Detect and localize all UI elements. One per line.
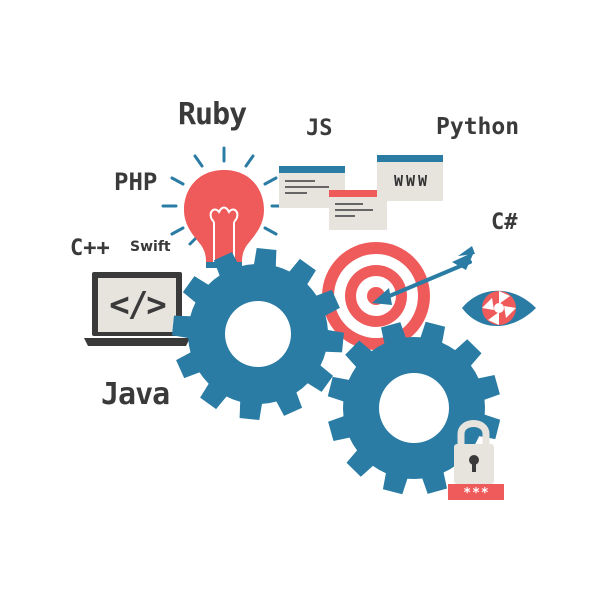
laptop-icon: [84, 272, 190, 346]
browser-window-icon: [377, 155, 443, 201]
label-java: Java: [101, 377, 170, 412]
padlock-icon: [448, 420, 504, 500]
gear-icon: [172, 248, 344, 420]
label-ruby: Ruby: [178, 97, 247, 132]
label-cpp: C++: [70, 236, 110, 261]
label-php: PHP: [114, 168, 158, 196]
browser-www-text: WWW: [393, 172, 431, 190]
target-icon: [322, 242, 430, 350]
password-stars: ***: [463, 486, 491, 501]
laptop-code-symbol: </>: [109, 285, 166, 325]
arrow-icon: [372, 246, 475, 305]
eye-icon: [462, 290, 536, 326]
label-js: JS: [306, 116, 333, 141]
light-bulb-icon: [184, 170, 264, 268]
label-swift: Swift: [130, 239, 171, 255]
label-csharp: C#: [491, 210, 518, 235]
label-python: Python: [436, 114, 520, 140]
